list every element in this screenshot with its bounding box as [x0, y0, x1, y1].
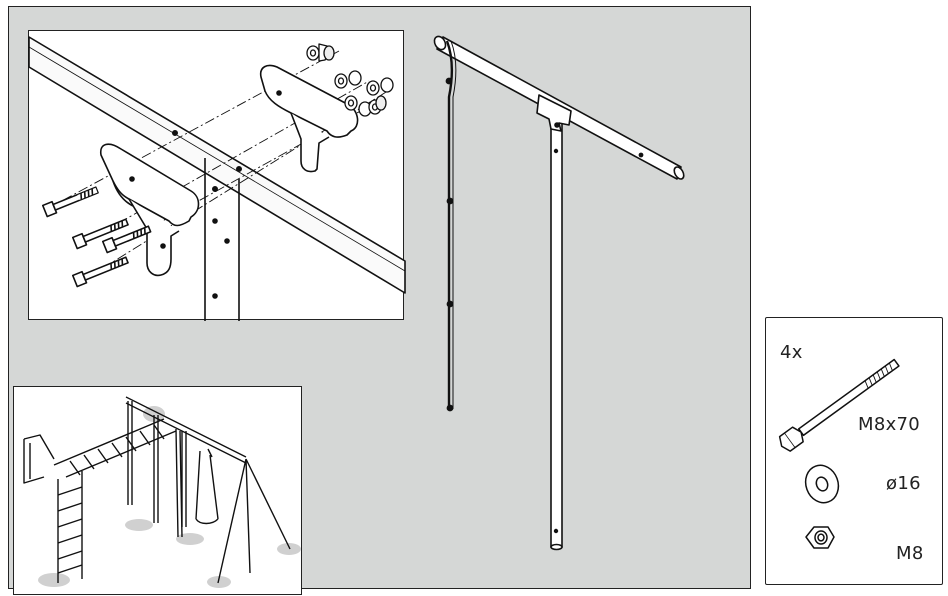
rear-t-bracket — [259, 64, 359, 173]
washers-and-nuts — [306, 43, 394, 117]
hardware-icons — [778, 358, 900, 549]
bolts — [41, 186, 152, 288]
vertical-pole — [550, 117, 563, 548]
t-frame-assembly-diagram — [433, 35, 685, 551]
front-t-bracket — [99, 143, 200, 277]
playset-overview-inset — [13, 386, 302, 595]
connector-exploded-diagram — [28, 36, 406, 321]
main-assembly-panel — [8, 6, 751, 595]
nut-label: M8 — [896, 543, 924, 564]
connector-detail-inset — [28, 30, 406, 321]
playset-overview-diagram — [23, 396, 301, 588]
nut-icon — [805, 526, 835, 549]
bolt-label: M8x70 — [858, 414, 921, 435]
rope — [445, 40, 457, 412]
junction-connector — [536, 94, 572, 132]
bolt-icon — [778, 358, 900, 452]
top-beam — [28, 36, 406, 294]
hardware-parts-panel: 4x — [765, 317, 943, 585]
washer-label: ø16 — [886, 473, 921, 494]
vertical-post — [204, 158, 240, 321]
washer-icon — [804, 464, 840, 504]
hardware-quantity: 4x — [780, 342, 803, 363]
